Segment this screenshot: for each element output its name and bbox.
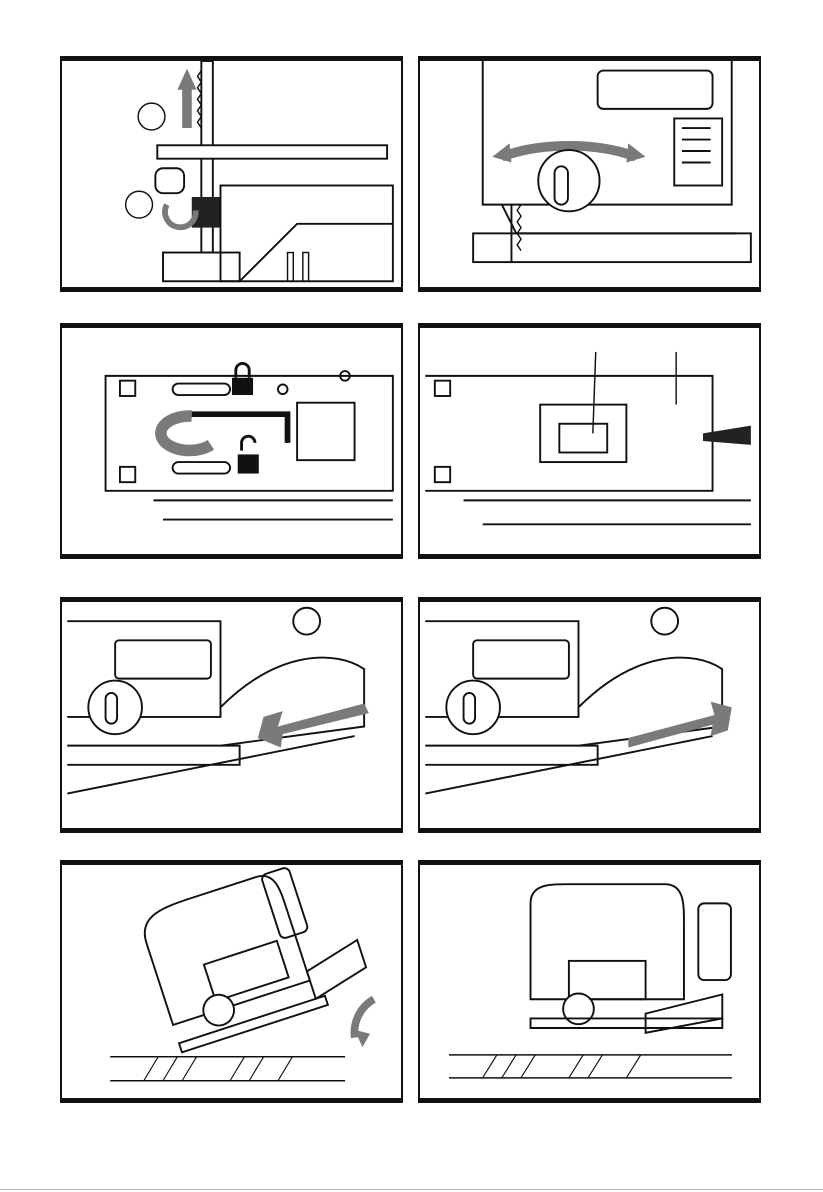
arrow-left-icon	[258, 704, 369, 748]
baseplate-callouts-illustration	[420, 328, 759, 554]
rotate-arrow-icon	[165, 205, 196, 228]
arrow-right-icon	[628, 702, 731, 748]
callout-line	[593, 352, 596, 433]
figure-blade-release	[60, 56, 403, 292]
figure-baseplate-slide-forward	[418, 597, 761, 833]
figure-baseplate-callouts	[418, 323, 761, 559]
blade-release-illustration	[62, 61, 401, 287]
baseplate-hex-key-illustration	[62, 328, 401, 554]
hex-key	[182, 414, 287, 443]
flat-cut-illustration	[420, 865, 759, 1098]
figure-flat-cut	[418, 860, 761, 1103]
figure-bevel-tilt	[60, 860, 403, 1103]
step-circle-icon	[138, 103, 165, 130]
baseplate-slide-back-illustration	[62, 602, 401, 828]
baseplate-slide-forward-illustration	[420, 602, 759, 828]
page-bottom-rule	[0, 1189, 823, 1190]
figure-baseplate-slide-back	[60, 597, 403, 833]
step-circle-icon	[126, 191, 153, 218]
bevel-tilt-illustration	[62, 865, 401, 1098]
rotate-arrow-icon	[161, 416, 211, 450]
lock-closed-icon	[232, 363, 253, 395]
arrow-up-icon	[177, 69, 196, 128]
figure-orbital-selector	[418, 56, 761, 292]
orbital-selector-illustration	[420, 61, 759, 287]
figure-baseplate-hex-key	[60, 323, 403, 559]
lock-open-icon	[238, 436, 259, 473]
